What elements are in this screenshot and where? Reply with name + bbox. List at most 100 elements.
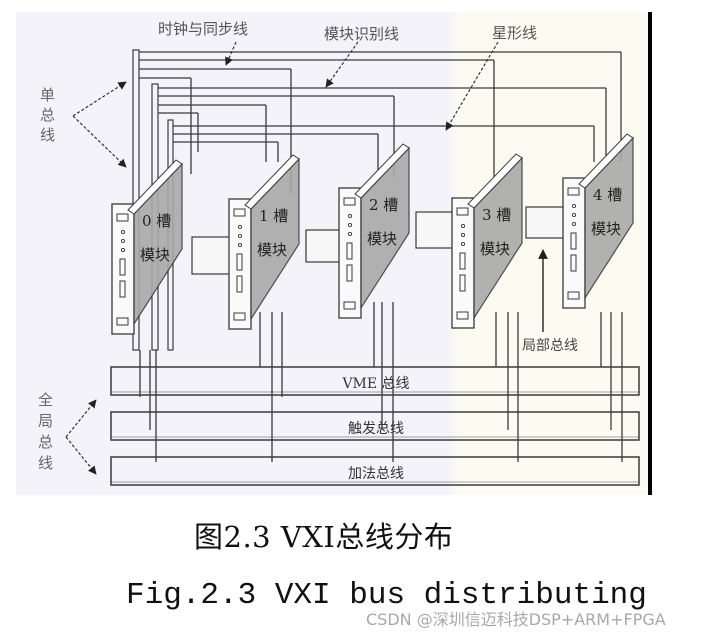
label-module-id-lines: 模块识别线 (324, 25, 399, 43)
watermark: CSDN @深圳信迈科技DSP+ARM+FPGA (366, 610, 666, 629)
panel-switch (119, 280, 126, 298)
panel-connector-top (116, 213, 129, 222)
module-board-edge (467, 153, 523, 209)
local-bus-bridge (525, 206, 566, 239)
arrow-single-bus-up (72, 81, 127, 117)
module-name-label: 模块 (257, 241, 287, 259)
panel-switch (346, 242, 353, 260)
panel-connector-bottom (567, 291, 580, 300)
vertical-label-char: 线 (40, 126, 55, 144)
module-front-panel (451, 197, 475, 329)
panel-led (237, 242, 243, 248)
module-slot-3: 3 槽模块 (451, 153, 523, 329)
panel-switch (570, 254, 577, 272)
panel-led (120, 238, 126, 244)
panel-connector-bottom (233, 312, 246, 321)
module-name-label: 模块 (591, 220, 621, 238)
module-slot-label: 3 槽 (482, 206, 511, 224)
bus-bar-outline (110, 411, 640, 441)
figure-right-border (648, 12, 652, 495)
label-local-bus: 局部总线 (522, 338, 578, 354)
bus-bar-label: 加法总线 (348, 466, 404, 482)
vertical-label-char: 总 (38, 433, 53, 451)
panel-switch (459, 252, 466, 270)
module-front-panel (111, 203, 135, 335)
label-star-lines: 星形线 (492, 24, 537, 42)
panel-led (347, 231, 353, 237)
bus-bar-trigger: 触发总线 (110, 411, 640, 441)
module-name-label: 模块 (367, 230, 397, 248)
module-board-edge (244, 154, 300, 210)
module-board-edge (354, 143, 410, 199)
module-slot-4: 4 槽模块 (562, 133, 634, 309)
vertical-label-char: 总 (40, 106, 55, 124)
panel-connector-bottom (116, 317, 129, 326)
panel-connector-top (456, 207, 469, 216)
panel-switch (236, 253, 243, 271)
panel-connector-top (233, 208, 246, 217)
bus-bar-label: VME 总线 (341, 376, 409, 392)
module-front-panel (338, 187, 362, 319)
panel-led (120, 247, 126, 253)
module-slot-0: 0 槽模块 (111, 159, 183, 335)
panel-connector-bottom (343, 301, 356, 310)
arrow-star-line-pointer (445, 41, 499, 131)
panel-connector-top (343, 197, 356, 206)
panel-led (460, 241, 466, 247)
panel-switch (119, 258, 126, 276)
arrow-global-bus-down (65, 436, 97, 475)
panel-led (460, 223, 466, 229)
arrow-single-bus-down (72, 115, 127, 168)
label-local-single-bus: 单总线 (40, 86, 55, 144)
panel-switch (570, 232, 577, 250)
arrow-global-bus-up (65, 399, 97, 438)
local-bus-bridge (305, 229, 342, 263)
vertical-label-char: 单 (40, 86, 55, 104)
local-bus-bridge (191, 236, 232, 275)
label-global-bus: 全局总线 (38, 391, 53, 472)
panel-led (571, 203, 577, 209)
module-slot-label: 4 槽 (593, 186, 622, 204)
panel-connector-top (567, 187, 580, 196)
module-slot-label: 1 槽 (259, 207, 288, 225)
panel-connector-bottom (456, 311, 469, 320)
vertical-label-char: 全 (38, 391, 53, 409)
panel-led (571, 212, 577, 218)
local-bus-bridge (415, 211, 455, 249)
module-front-panel (562, 177, 586, 309)
panel-led (347, 213, 353, 219)
bus-bar-vme: VME 总线 (110, 366, 640, 396)
module-name-label: 模块 (140, 246, 170, 264)
vertical-label-char: 线 (38, 454, 53, 472)
arrow-clock-sync-pointer (225, 41, 237, 66)
module-slot-label: 0 槽 (142, 212, 171, 230)
module-board-edge (127, 159, 183, 215)
bus-bar-label: 触发总线 (348, 421, 404, 437)
label-clock-sync-lines: 时钟与同步线 (158, 20, 248, 38)
vertical-label-char: 局 (38, 412, 53, 430)
bus-bar-outline (110, 366, 640, 396)
panel-led (237, 233, 243, 239)
module-board-edge (578, 133, 634, 189)
module-front-panel (228, 198, 252, 330)
panel-led (460, 232, 466, 238)
panel-switch (236, 275, 243, 293)
panel-switch (346, 264, 353, 282)
bus-bar-sum: 加法总线 (110, 456, 640, 486)
module-slot-label: 2 槽 (369, 196, 398, 214)
arrow-module-id-pointer (325, 41, 359, 88)
panel-led (237, 224, 243, 230)
panel-led (347, 222, 353, 228)
module-slot-1: 1 槽模块 (228, 154, 300, 330)
bus-bar-outline (110, 456, 640, 486)
caption-english: Fig.2.3 VXI bus distributing (126, 578, 647, 613)
module-name-label: 模块 (480, 240, 510, 258)
module-slot-2: 2 槽模块 (338, 143, 410, 319)
annotation-arrows (65, 41, 548, 475)
panel-led (571, 221, 577, 227)
panel-switch (459, 274, 466, 292)
local-bus-bridges (191, 206, 566, 275)
